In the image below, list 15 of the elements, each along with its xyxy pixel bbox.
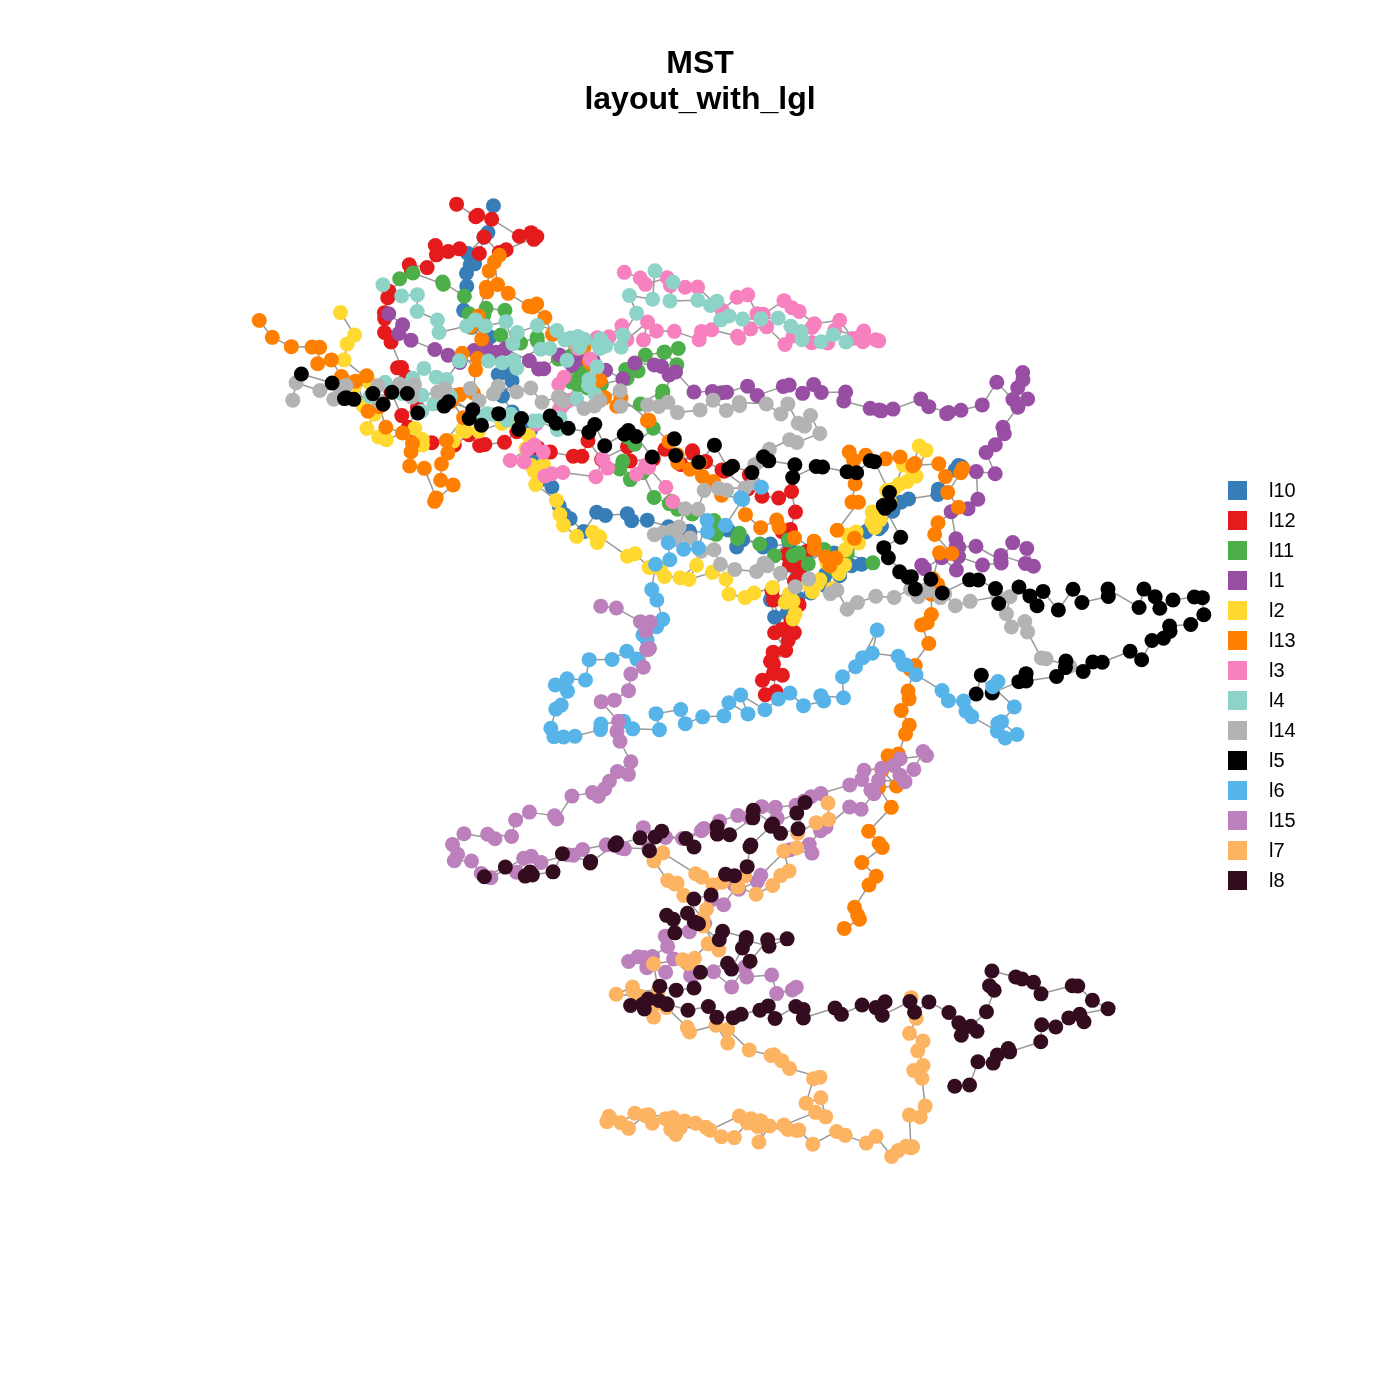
legend-label: l10 bbox=[1269, 478, 1296, 502]
legend-label: l6 bbox=[1269, 778, 1285, 802]
legend-label: l1 bbox=[1269, 568, 1285, 592]
chart-title: MST layout_with_lgl bbox=[584, 44, 816, 116]
legend-label: l12 bbox=[1269, 508, 1296, 532]
legend-label: l8 bbox=[1269, 868, 1285, 892]
legend-label: l2 bbox=[1269, 598, 1285, 622]
legend-label: l7 bbox=[1269, 838, 1285, 862]
legend-label: l15 bbox=[1269, 808, 1296, 832]
legend-label: l13 bbox=[1269, 628, 1296, 652]
legend-label: l14 bbox=[1269, 718, 1296, 742]
legend-label: l11 bbox=[1269, 538, 1295, 562]
legend-label: l4 bbox=[1269, 688, 1285, 712]
legend-label: l5 bbox=[1269, 748, 1285, 772]
legend-label: l3 bbox=[1269, 658, 1285, 682]
